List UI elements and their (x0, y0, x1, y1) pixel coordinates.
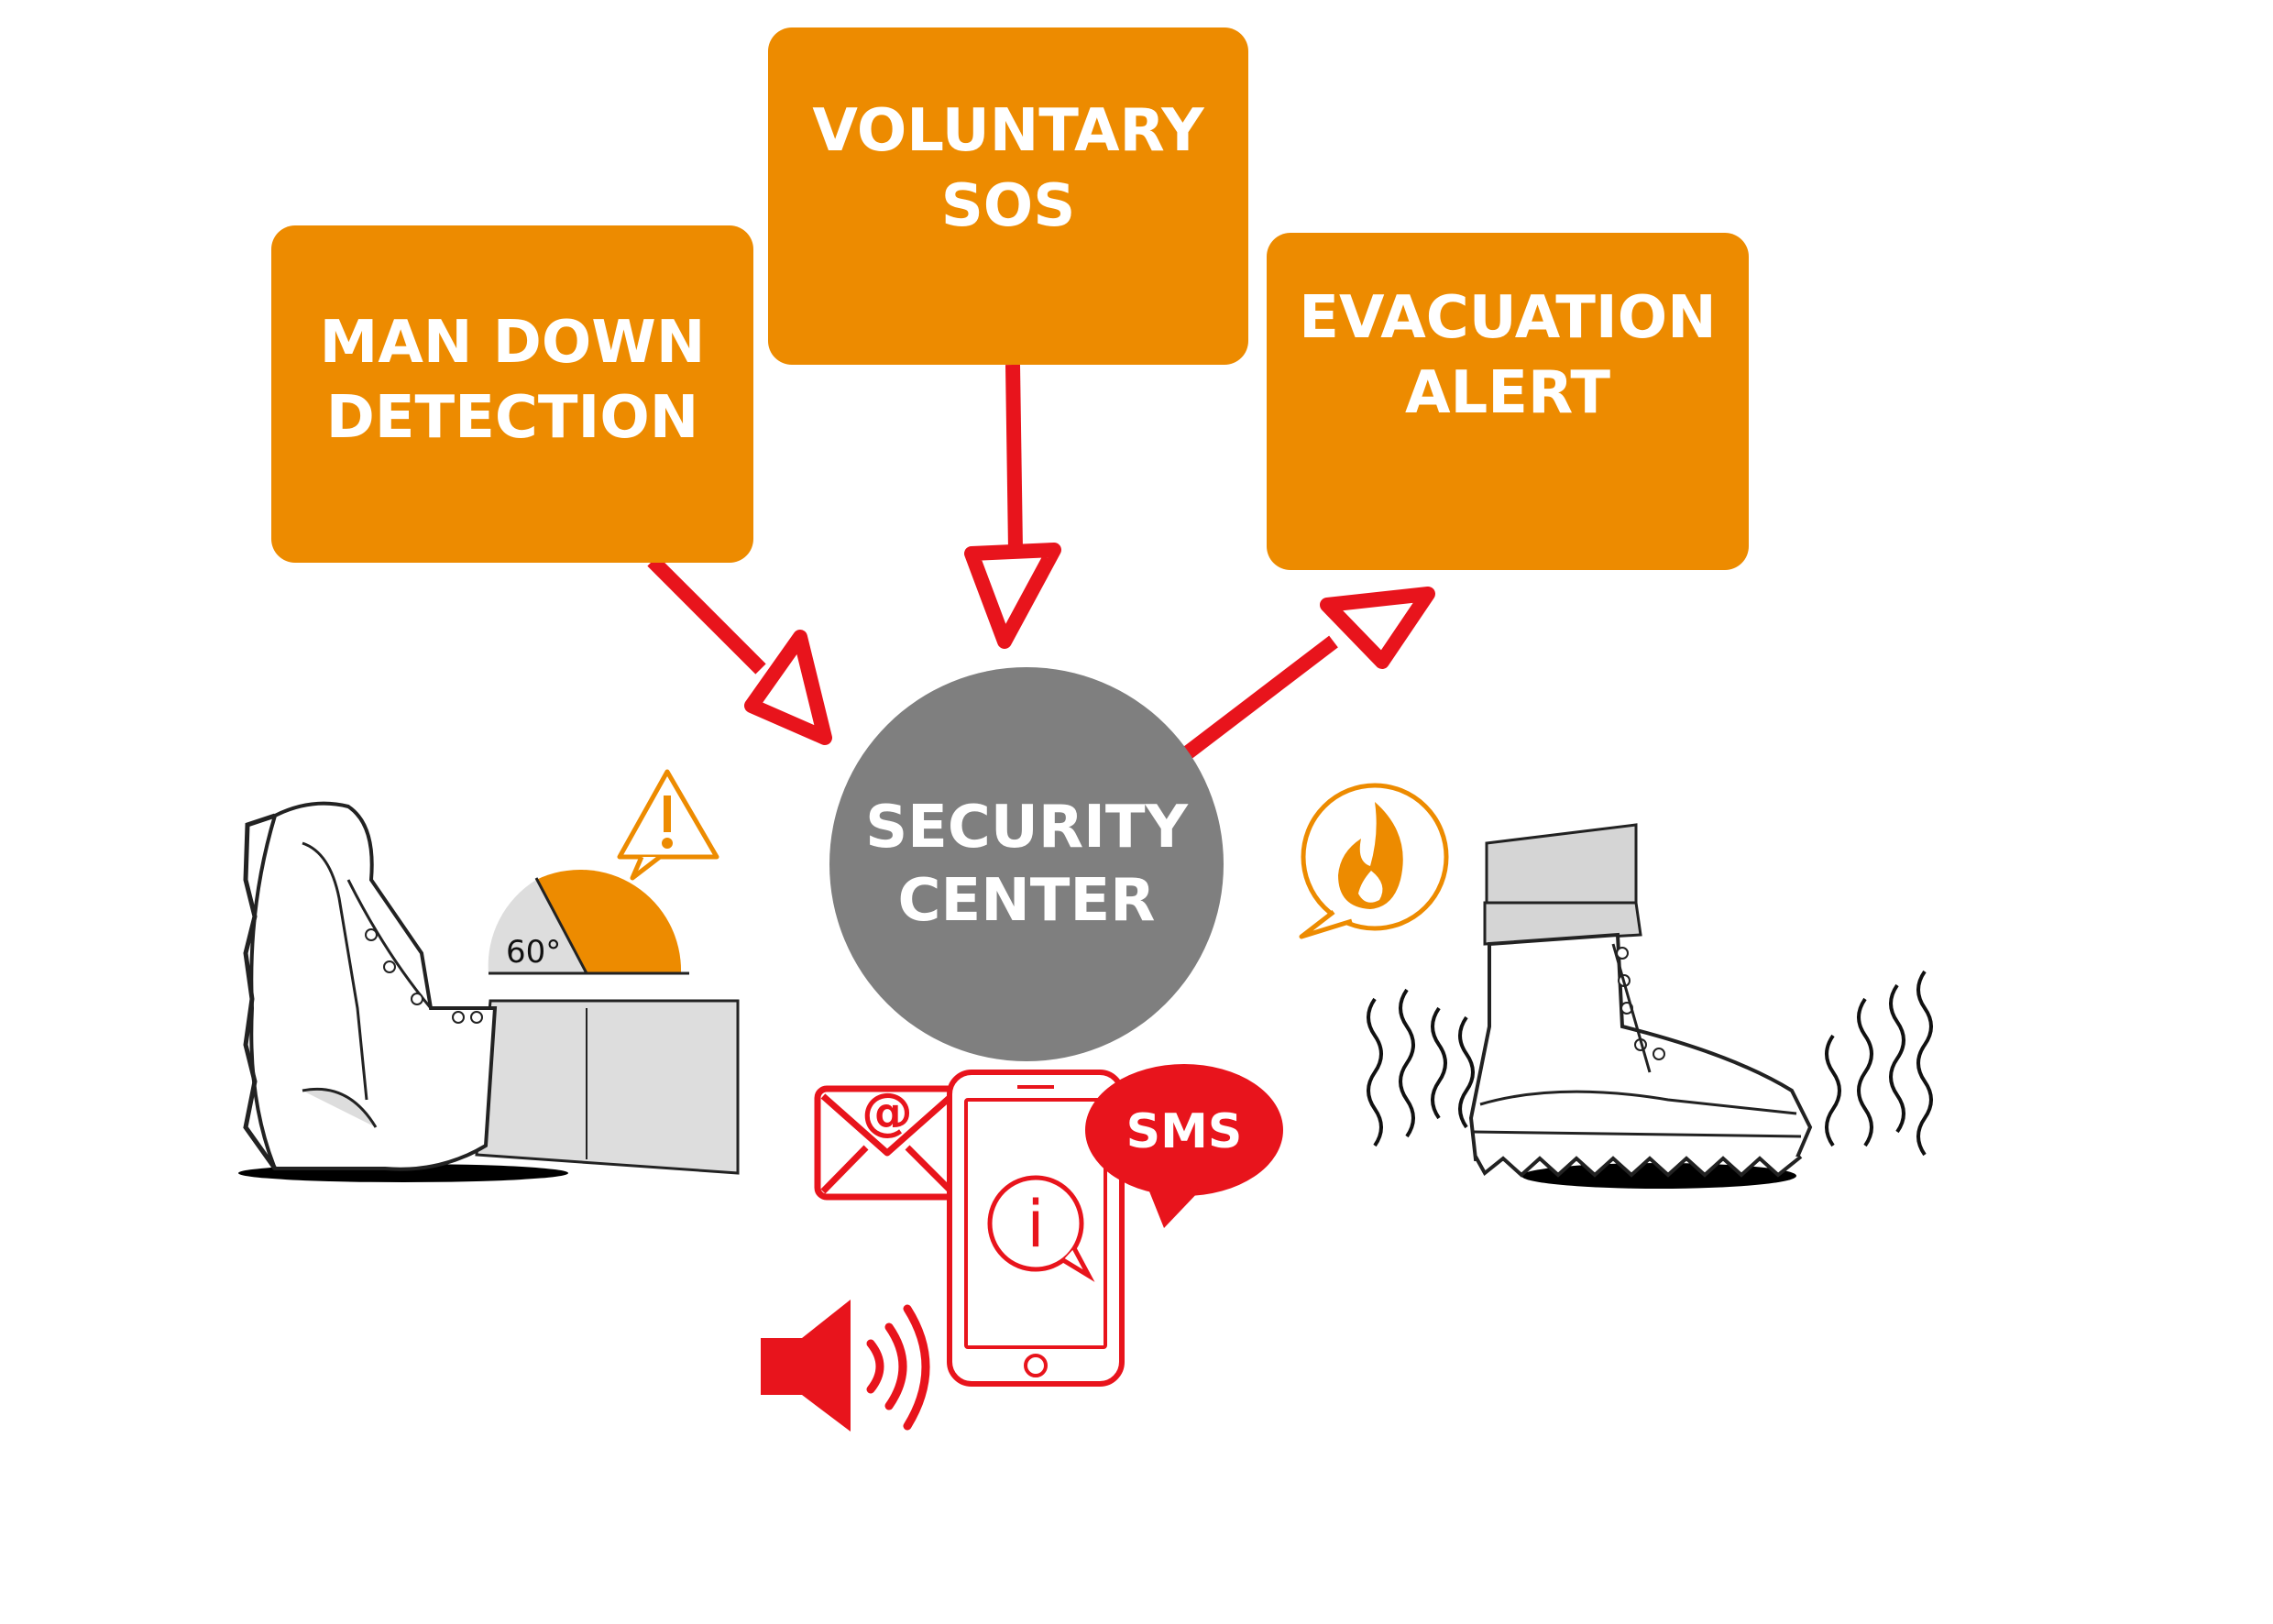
email-icon: @ (814, 1082, 961, 1201)
security-center-node: SECURITY CENTER (829, 667, 1224, 1061)
sms-icon: SMS (1085, 1064, 1283, 1228)
evacuation-alert-box: EVACUATION ALERT (1267, 233, 1749, 570)
arrow-mandown-to-center (647, 555, 832, 745)
angle-label: 60° (506, 934, 561, 971)
speaker-icon (761, 1300, 930, 1432)
man-down-detection-box: MAN DOWN DETECTION (271, 225, 753, 563)
arrow-center-to-evacuation (1182, 587, 1435, 760)
arrow-sos-to-center (964, 364, 1061, 649)
center-line1: SECURITY (865, 794, 1188, 861)
info-symbol: i (1027, 1187, 1044, 1262)
vibration-waves-left (1367, 988, 1475, 1147)
fallen-boot-icon (238, 801, 740, 1182)
vibration-waves-right (1825, 970, 1933, 1157)
email-symbol: @ (862, 1082, 913, 1142)
sos-line1: VOLUNTARY (812, 97, 1204, 165)
center-line2: CENTER (897, 867, 1156, 935)
man-down-line2: DETECTION (325, 384, 699, 452)
evacuation-line1: EVACUATION (1299, 284, 1717, 352)
angle-gauge: 60° (488, 869, 689, 975)
voluntary-sos-box: VOLUNTARY SOS (768, 27, 1248, 365)
evacuation-line2: ALERT (1404, 359, 1611, 427)
sos-line2: SOS (940, 172, 1076, 240)
warning-icon (617, 769, 719, 881)
fire-icon (1299, 783, 1449, 939)
info-icon: i (987, 1175, 1095, 1282)
sms-label: SMS (1126, 1104, 1243, 1159)
standing-boot-icon (1468, 823, 1813, 1189)
man-down-line1: MAN DOWN (319, 309, 706, 377)
